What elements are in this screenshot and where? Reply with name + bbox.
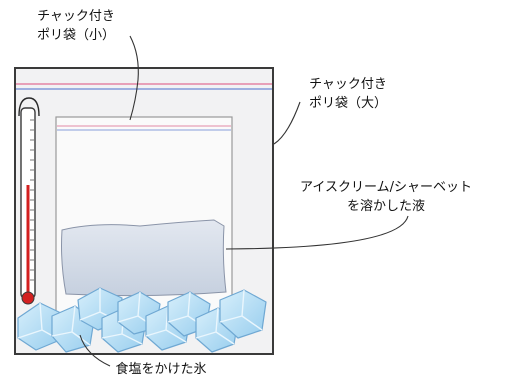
melted-liquid-label: アイスクリーム/シャーベット を溶かした液 bbox=[300, 180, 472, 214]
melted-liquid bbox=[61, 219, 227, 297]
leader-large-bag bbox=[273, 101, 301, 145]
leader-lines bbox=[79, 35, 409, 367]
thermometer-bulb bbox=[21, 291, 35, 305]
leader-small-bag bbox=[129, 35, 139, 121]
salted-ice-label: 食塩をかけた氷 bbox=[115, 362, 207, 377]
thermometer-icon bbox=[18, 97, 40, 305]
ice-cube-icon bbox=[219, 289, 267, 339]
ice-pile bbox=[17, 287, 267, 353]
leader-ice bbox=[79, 334, 111, 367]
small-bag-label: チャック付き ポリ袋（小） bbox=[36, 9, 115, 43]
large-bag-label: チャック付き ポリ袋（大） bbox=[308, 77, 387, 111]
leader-liquid bbox=[225, 215, 409, 250]
thermometer-mercury bbox=[26, 185, 30, 295]
